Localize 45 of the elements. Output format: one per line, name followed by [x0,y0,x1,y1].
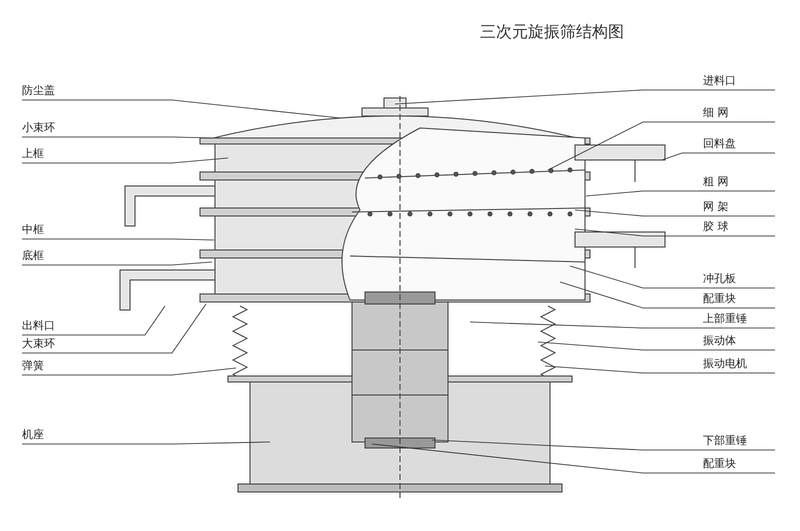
part-label: 振动电机 [703,357,748,371]
part-label: 网 架 [703,200,730,214]
part-label: 上部重锤 [703,312,748,326]
leader-line [538,342,776,350]
part-label: 中框 [22,223,45,237]
part-label: 细 网 [703,106,730,120]
part-label: 弹簧 [22,359,45,373]
leader-line [574,228,776,236]
part-label: 上框 [22,147,45,161]
leader-line [22,100,340,118]
part-label: 机座 [22,428,45,442]
part-label: 粗 网 [703,175,730,189]
leader-line [432,440,776,450]
part-label: 防尘盖 [22,84,56,98]
part-label: 进料口 [703,74,737,88]
leader-line [372,444,776,474]
leader-line [560,282,776,308]
part-label: 胶 球 [703,220,730,234]
leader-line [22,158,228,164]
diagram-title: 三次元旋振筛结构图 [480,21,624,43]
leader-line [22,442,270,444]
leader-line [22,262,212,266]
leader-line [574,210,776,216]
leader-line [22,304,206,354]
leader-line [570,266,776,288]
part-label: 配重块 [703,292,737,306]
part-label: 回料盘 [703,137,737,151]
leader-line [586,190,776,196]
leader-line [22,136,212,138]
part-label: 下部重锤 [703,434,748,448]
leader-line [22,306,166,336]
part-label: 配重块 [703,457,737,471]
part-label: 冲孔板 [703,272,737,286]
part-label: 振动体 [703,334,737,348]
leader-line [22,238,214,240]
part-label: 底框 [22,249,45,263]
part-label: 出料口 [22,319,56,333]
leader-line [470,322,776,328]
leader-line [662,152,776,160]
leader-line [544,366,776,374]
leader-line [22,368,236,376]
part-label: 小束环 [22,121,56,135]
leader-line [394,90,776,104]
part-label: 大束环 [22,337,56,351]
leader-line [548,122,776,170]
